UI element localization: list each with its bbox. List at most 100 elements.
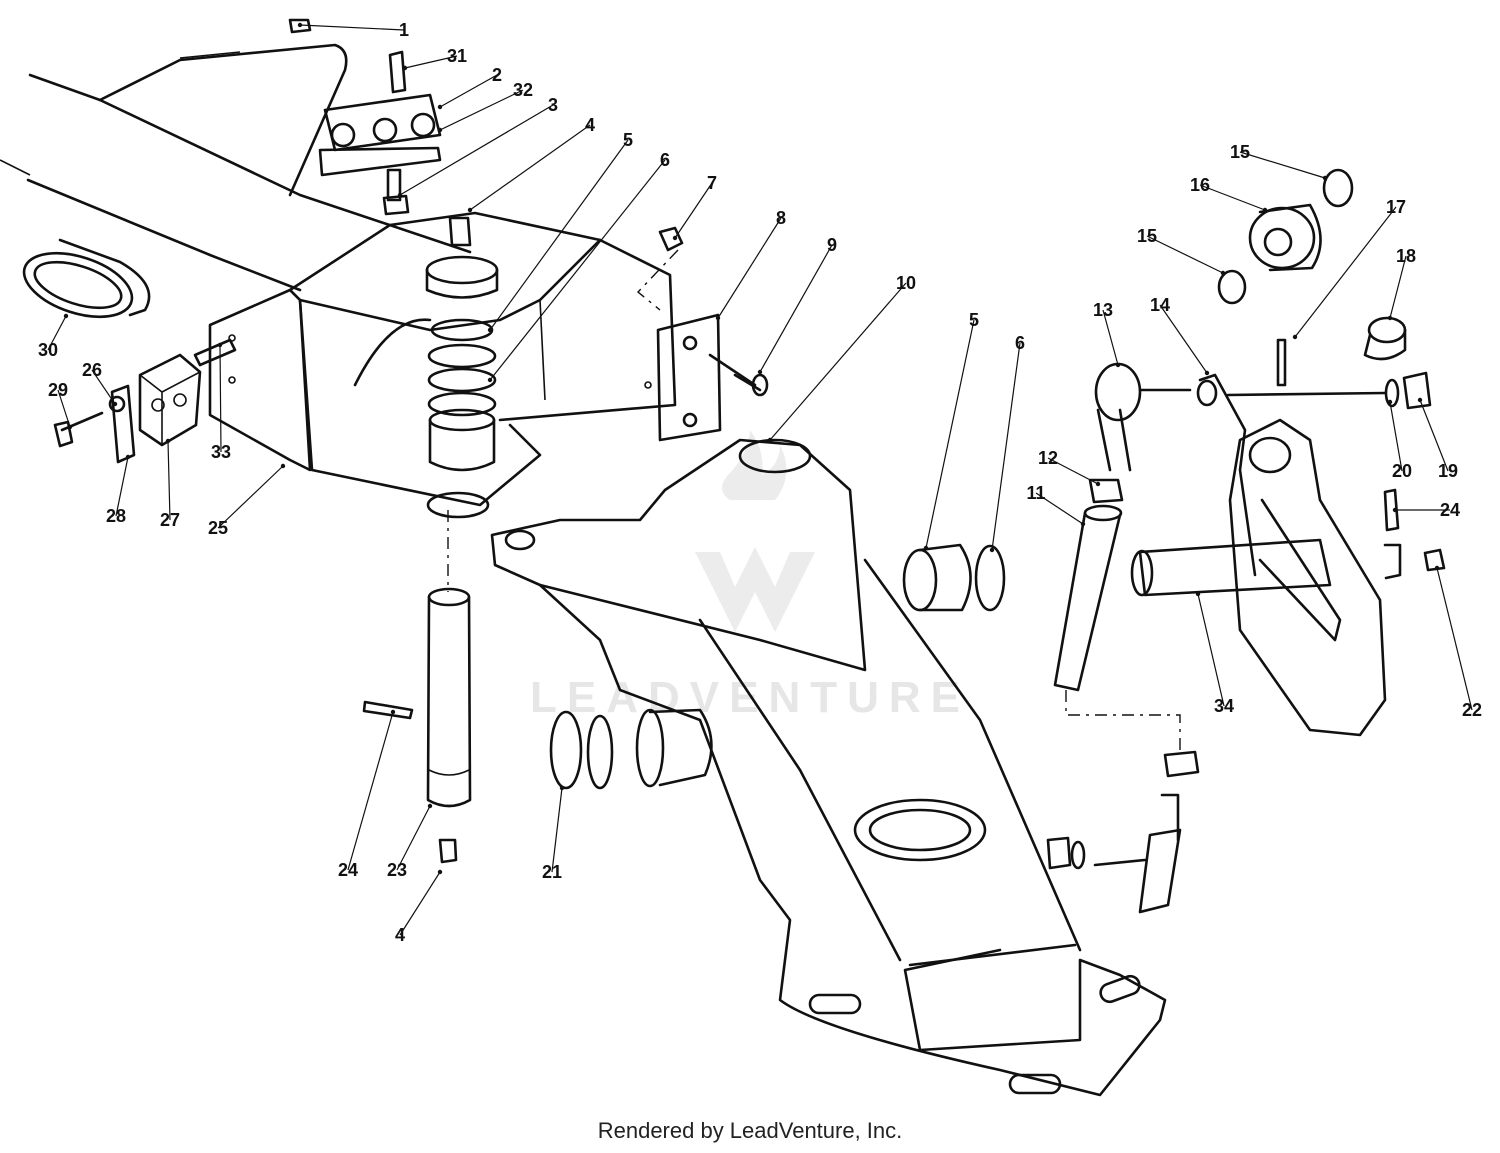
callout-label: 15: [1230, 142, 1250, 162]
top-bracket-parts: [288, 18, 442, 216]
clamp-assembly: [53, 338, 237, 464]
leader-line: [404, 55, 458, 69]
callout-label: 24: [338, 860, 358, 880]
tie-rod: [1053, 504, 1181, 750]
leader-dot: [1434, 565, 1440, 571]
leader-line: [47, 315, 67, 351]
leader-dot: [672, 235, 678, 241]
front-axle: [490, 438, 1167, 1097]
right-small-parts: [1217, 168, 1446, 572]
tie-rod-end-lower: [1046, 750, 1200, 914]
leader-line: [399, 104, 554, 196]
callout-label: 23: [387, 860, 407, 880]
callout-label: 26: [82, 360, 102, 380]
leader-line: [1294, 206, 1397, 338]
leader-dot: [67, 424, 73, 430]
leader-dot: [467, 207, 473, 213]
callout-label: 5: [623, 130, 633, 150]
leader-dot: [923, 545, 929, 551]
callout-label: 32: [513, 80, 533, 100]
callout-label: 29: [48, 380, 68, 400]
leader-dot: [397, 192, 403, 198]
callout-label: 15: [1137, 226, 1157, 246]
leader-line: [991, 342, 1021, 551]
callout-label: 6: [660, 150, 670, 170]
leader-line: [439, 74, 498, 108]
leader-dot: [297, 22, 303, 28]
callout-label: 5: [969, 310, 979, 330]
leader-line: [1436, 567, 1473, 711]
leader-dot: [437, 869, 443, 875]
steering-bracket: [208, 211, 677, 507]
leader-line: [347, 711, 394, 871]
leader-line: [1146, 235, 1224, 274]
leader-line: [396, 805, 431, 871]
leader-dot: [559, 785, 565, 791]
leader-dot: [1392, 507, 1398, 513]
leader-line: [1159, 304, 1208, 374]
callout-label: 12: [1038, 448, 1058, 468]
leader-line: [1102, 309, 1119, 366]
leader-dot: [989, 547, 995, 553]
oval-grommet: [22, 238, 151, 319]
leader-dot: [125, 454, 131, 460]
callout-label: 9: [827, 235, 837, 255]
callout-label: 25: [208, 518, 228, 538]
leader-line: [674, 182, 713, 239]
leader-dot: [437, 127, 443, 133]
leader-dot: [1195, 591, 1201, 597]
callout-label: 31: [447, 46, 467, 66]
callout-label: 4: [585, 115, 595, 135]
footer-credit: Rendered by LeadVenture, Inc.: [597, 1118, 903, 1143]
leader-dot: [1387, 399, 1393, 405]
leader-dot: [437, 104, 443, 110]
leader-line: [551, 787, 563, 873]
leader-dot: [1387, 315, 1393, 321]
callout-label: 19: [1438, 461, 1458, 481]
leader-line: [469, 124, 591, 211]
callout-label: 34: [1214, 696, 1234, 716]
leader-dot: [1095, 481, 1101, 487]
leader-line: [219, 344, 222, 453]
leader-line: [1389, 255, 1407, 319]
spindle-stack: [425, 216, 499, 519]
leader-dot: [1322, 175, 1328, 181]
leader-line: [299, 24, 405, 31]
callout-label: 13: [1093, 300, 1113, 320]
leader-dot: [280, 463, 286, 469]
callout-label: 22: [1462, 700, 1482, 720]
callout-label: 33: [211, 442, 231, 462]
leader-line: [1419, 399, 1449, 472]
leader-dot: [757, 369, 763, 375]
leader-line: [1389, 401, 1403, 472]
leader-dot: [1115, 362, 1121, 368]
callout-label: 2: [492, 65, 502, 85]
plate-and-bolt: [636, 226, 769, 442]
callout-label: 3: [548, 95, 558, 115]
leader-dot: [1417, 397, 1423, 403]
leader-line: [439, 89, 524, 131]
leader-line: [489, 139, 629, 331]
callout-label: 18: [1396, 246, 1416, 266]
watermark-text: LEADVENTURE: [530, 673, 970, 722]
leader-dot: [1292, 334, 1298, 340]
tie-rod-end-upper: [1088, 362, 1192, 504]
leader-dot: [402, 65, 408, 71]
leader-dot: [217, 342, 223, 348]
callout-label: 28: [106, 506, 126, 526]
callout-label: 10: [896, 273, 916, 293]
callout-label: 8: [776, 208, 786, 228]
callout-label: 16: [1190, 175, 1210, 195]
callout-label: 7: [707, 173, 717, 193]
leader-line: [759, 244, 833, 373]
leader-dot: [1220, 270, 1226, 276]
callout-label: 11: [1026, 483, 1045, 503]
leader-line: [1035, 492, 1084, 525]
spindle-pin: [362, 510, 472, 864]
leader-line: [1239, 151, 1326, 179]
leader-dot: [427, 803, 433, 809]
leader-line: [217, 465, 284, 529]
callout-label: 17: [1386, 197, 1406, 217]
leader-line: [1199, 184, 1266, 211]
steering-spindle: [1130, 373, 1402, 737]
